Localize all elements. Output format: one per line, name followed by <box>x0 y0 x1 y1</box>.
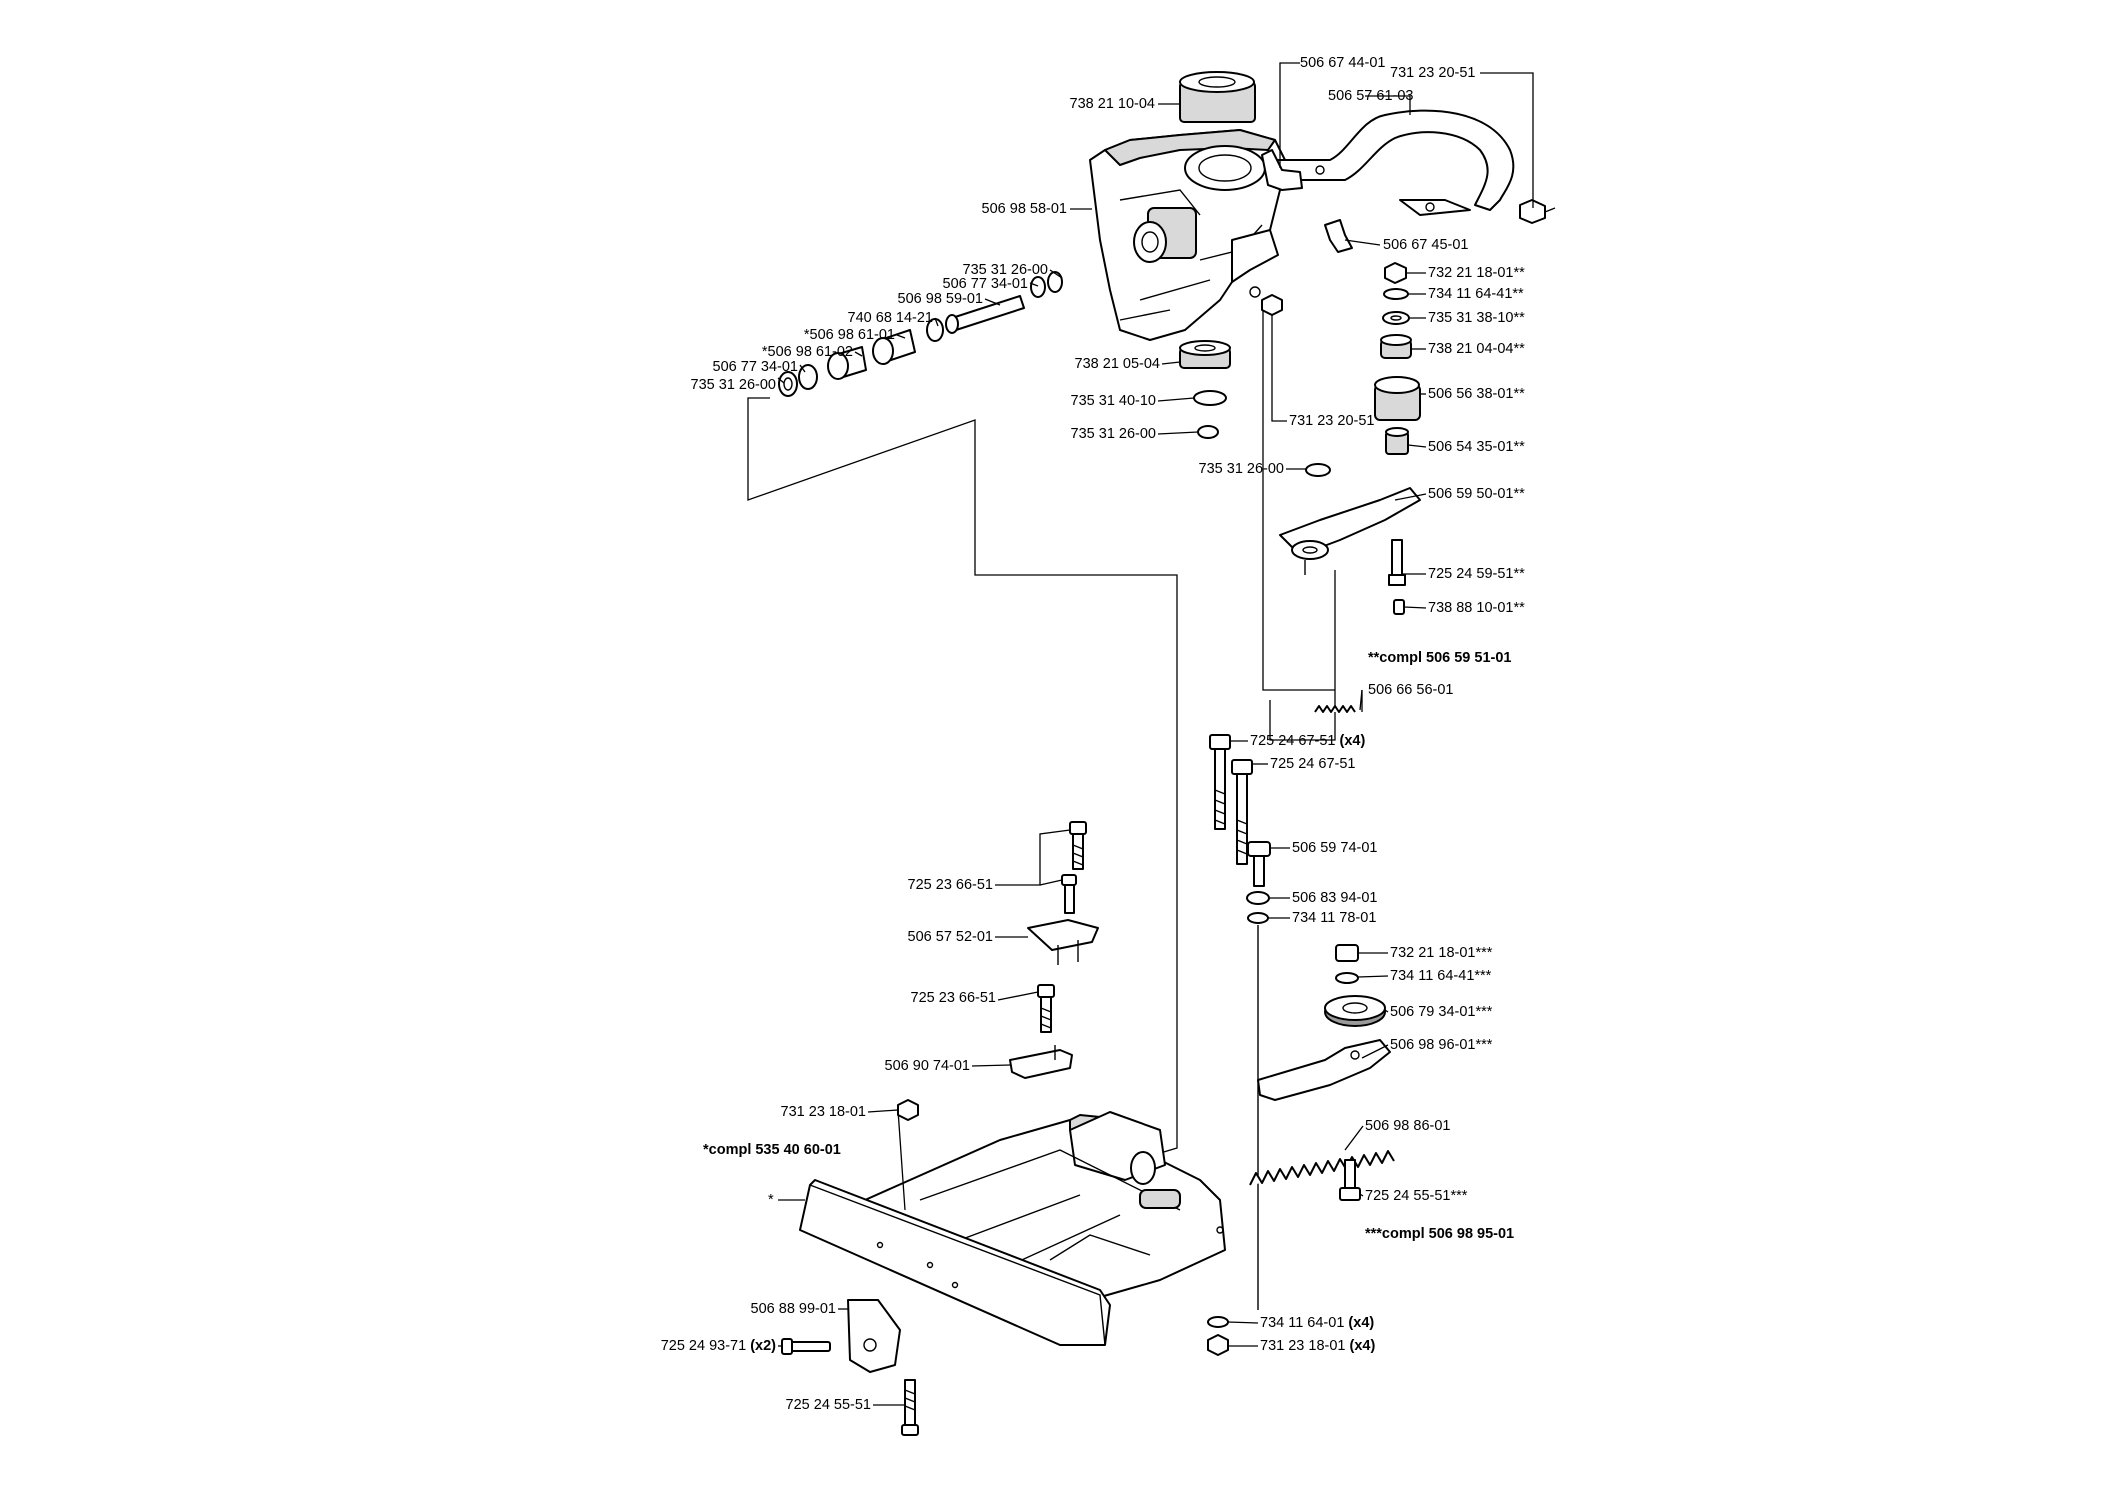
callout-506-98-58-01: 506 98 58-01 <box>981 201 1067 217</box>
washer-734-11-78-01 <box>1247 912 1269 924</box>
compl-506-98-95-01: ***compl 506 98 95-01 <box>1365 1226 1515 1242</box>
callout-731-23-20-51-mid: 731 23 20-51 <box>1289 413 1375 429</box>
callout-506-59-50-01-dd: 506 59 50-01** <box>1428 486 1525 502</box>
callout-506-83-94-01: 506 83 94-01 <box>1292 890 1378 906</box>
bracket-506-90-74-01 <box>1009 1045 1073 1079</box>
callout-506-56-38-01-dd: 506 56 38-01** <box>1428 386 1525 402</box>
callout-506-88-99-01: 506 88 99-01 <box>750 1301 836 1317</box>
belt-guide-bracket <box>1274 109 1515 216</box>
callout-734-11-78-01: 734 11 78-01 <box>1292 910 1377 926</box>
bearing-738-21-05-04 <box>1179 340 1231 369</box>
callout-740-68-14-21: 740 68 14-21 <box>847 310 933 326</box>
callout-732-21-18-01-dd: 732 21 18-01** <box>1428 265 1525 281</box>
screw-738-88-10-01 <box>1393 599 1405 615</box>
callout-735-31-26-00-c: 735 31 26-00 <box>1070 426 1156 442</box>
callout-731-23-20-51-top: 731 23 20-51 <box>1390 65 1476 81</box>
callout-506-98-61-01: *506 98 61-01 <box>803 327 895 343</box>
bracket-506-88-99-01 <box>847 1299 901 1373</box>
washer-734-11-64-01 <box>1207 1316 1229 1328</box>
callout-506-67-44-01: 506 67 44-01 <box>1300 55 1386 71</box>
callout-731-23-18-01: 731 23 18-01 <box>780 1104 866 1120</box>
callout-506-54-35-01-dd: 506 54 35-01** <box>1428 439 1525 455</box>
bolt-725-23-66-51-a <box>1069 821 1087 870</box>
nut-731-23-18-01-x4 <box>1207 1334 1229 1356</box>
callout-735-31-40-10: 735 31 40-10 <box>1070 393 1156 409</box>
stack-triple-star <box>1324 944 1386 1027</box>
callout-738-21-05-04: 738 21 05-04 <box>1074 356 1160 372</box>
bracket-506-67-44-01 <box>1261 149 1303 191</box>
stack-double-star <box>1374 262 1421 455</box>
nut-731-23-20-51-top <box>1519 199 1556 224</box>
callout-506-77-34-01-b: 506 77 34-01 <box>712 359 798 375</box>
callout-735-31-26-00-d: 735 31 26-00 <box>1198 461 1284 477</box>
callout-725-24-55-51: 725 24 55-51 <box>785 1397 871 1413</box>
callout-734-11-64-41-ddd: 734 11 64-41*** <box>1390 968 1492 984</box>
callout-506-67-45-01: 506 67 45-01 <box>1383 237 1469 253</box>
compl-506-59-51-01: **compl 506 59 51-01 <box>1368 650 1512 666</box>
spring-506-66-56-01 <box>1314 705 1356 713</box>
bolt-725-23-66-51-b <box>1061 874 1077 914</box>
callout-725-23-66-51-b: 725 23 66-51 <box>910 990 996 1006</box>
callout-506-98-86-01: 506 98 86-01 <box>1365 1118 1451 1134</box>
callout-735-31-38-10-dd: 735 31 38-10** <box>1428 310 1525 326</box>
phantom-line-axle <box>747 397 1178 1166</box>
circlip-735-31-40-10 <box>1193 390 1227 406</box>
callout-731-23-18-01-x4: 731 23 18-01 (x4) <box>1260 1338 1376 1354</box>
callout-738-88-10-01-dd: 738 88 10-01** <box>1428 600 1525 616</box>
washer-506-83-94-01 <box>1246 891 1270 905</box>
leader-lines <box>777 62 1534 1406</box>
callout-738-21-04-04-dd: 738 21 04-04** <box>1428 341 1525 357</box>
callout-734-11-64-41-dd: 734 11 64-41** <box>1428 286 1524 302</box>
callout-725-23-66-51-a: 725 23 66-51 <box>907 877 993 893</box>
bolt-725-24-55-51 <box>901 1379 919 1436</box>
callout-732-21-18-01-ddd: 732 21 18-01*** <box>1390 945 1493 961</box>
gearbox-housing <box>1089 129 1286 341</box>
callout-734-11-64-01: 734 11 64-01 (x4) <box>1260 1315 1375 1331</box>
callout-506-59-74-01: 506 59 74-01 <box>1292 840 1378 856</box>
nut-731-23-18-01 <box>897 1099 919 1121</box>
rod-506-59-74-01 <box>1247 841 1271 887</box>
steering-lever <box>1279 487 1421 575</box>
callout-725-24-67-51-x4: 725 24 67-51 (x4) <box>1250 733 1366 749</box>
bracket-506-57-52-01 <box>1027 919 1099 965</box>
main-frame <box>799 1111 1226 1346</box>
compl-535-40-60-01: *compl 535 40 60-01 <box>703 1142 841 1158</box>
callout-506-57-52-01: 506 57 52-01 <box>907 929 993 945</box>
bolt-725-23-66-51-c <box>1037 984 1055 1033</box>
callout-738-21-10-04: 738 21 10-04 <box>1069 96 1155 112</box>
callout-506-98-61-02: *506 98 61-02 <box>761 344 853 360</box>
callout-735-31-26-00-a: 735 31 26-00 <box>962 262 1048 278</box>
bolt-725-24-67-51 <box>1231 759 1253 865</box>
bolt-725-24-93-71 <box>781 1338 831 1355</box>
circlip-735-31-26-00-d <box>1305 463 1331 477</box>
screw-725-24-59-51 <box>1388 539 1406 586</box>
callout-506-57-61-03: 506 57 61-03 <box>1328 88 1414 104</box>
bearing-738-21-10-04 <box>1179 71 1256 123</box>
callout-735-31-26-00-b: 735 31 26-00 <box>690 377 776 393</box>
axle-stack <box>778 271 1063 397</box>
nut-731-23-20-51-mid <box>1261 294 1283 316</box>
callout-506-77-34-01-a: 506 77 34-01 <box>942 276 1028 292</box>
callout-506-98-96-01-ddd: 506 98 96-01*** <box>1390 1037 1493 1053</box>
callout-506-66-56-01: 506 66 56-01 <box>1368 682 1454 698</box>
phantom-line-lever <box>1262 300 1335 691</box>
callout-725-24-67-51: 725 24 67-51 <box>1270 756 1356 772</box>
callout-725-24-55-51-ddd: 725 24 55-51*** <box>1365 1188 1468 1204</box>
callout-725-24-59-51-dd: 725 24 59-51** <box>1428 566 1525 582</box>
tension-arm-506-98-96-01 <box>1257 1039 1391 1101</box>
spring-506-98-86-01 <box>1249 1150 1395 1186</box>
plate-506-67-45-01 <box>1324 219 1353 253</box>
callout-506-79-34-01-ddd: 506 79 34-01*** <box>1390 1004 1493 1020</box>
bolt-725-24-67-51-x4 <box>1209 734 1231 830</box>
callout-725-24-93-71: 725 24 93-71 (x2) <box>660 1338 776 1354</box>
phantom-line-spring <box>1269 570 1336 741</box>
callout-506-90-74-01: 506 90 74-01 <box>884 1058 970 1074</box>
circlip-735-31-26-00-c <box>1197 425 1219 439</box>
callout-506-98-59-01: 506 98 59-01 <box>897 291 983 307</box>
callout-star: * <box>768 1192 774 1208</box>
